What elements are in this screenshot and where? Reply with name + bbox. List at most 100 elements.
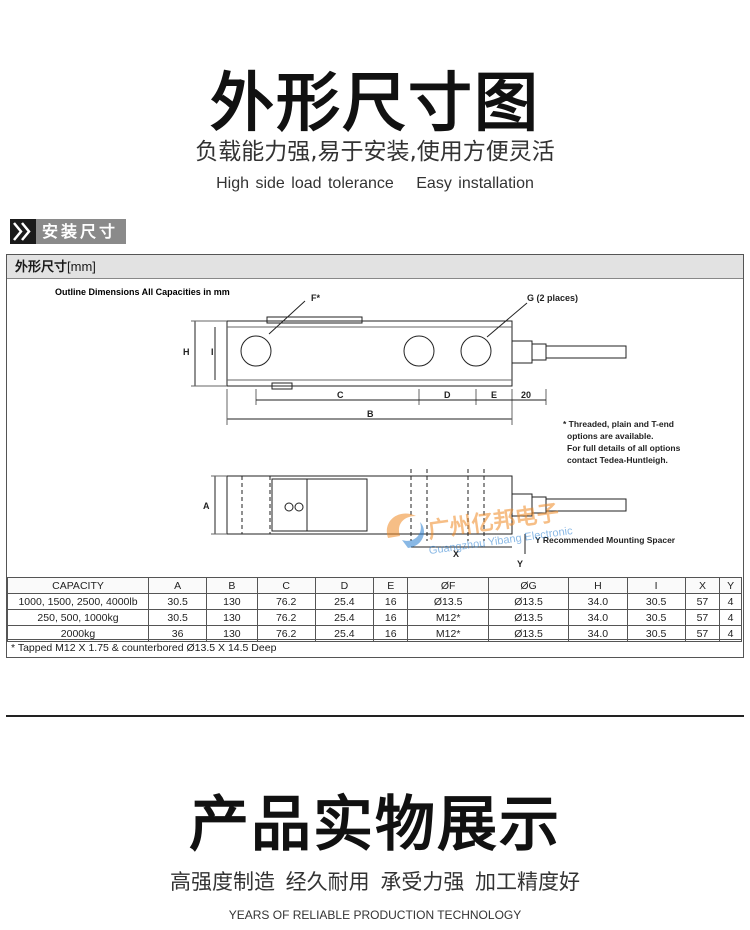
label-x: X: [453, 549, 459, 559]
note-line-4: contact Tedea-Huntleigh.: [567, 455, 668, 465]
specs-header-row: CAPACITY A B C D E ØF ØG H I X Y: [7, 577, 742, 594]
cell-y: 4: [719, 609, 742, 626]
header-b: B: [206, 577, 258, 594]
header-d: D: [314, 577, 374, 594]
cell-capacity: 2000kg: [7, 625, 149, 642]
top-slot: [266, 316, 363, 324]
cell-a: 30.5: [147, 593, 208, 610]
page-title: 外形尺寸图: [210, 67, 540, 141]
dimension-panel: 外形尺寸[mm] Outline Dimensions All Capaciti…: [6, 254, 744, 658]
cell-i: 30.5: [626, 593, 686, 610]
subtitle-english-part-1: High side load tolerance: [216, 175, 394, 192]
cell-y: 4: [719, 625, 742, 642]
label-e: E: [491, 390, 497, 400]
subtitle-english: High side load tolerance Easy installati…: [0, 175, 750, 193]
header-a: A: [147, 577, 208, 594]
cell-x: 57: [684, 609, 721, 626]
hole-g-2: [460, 335, 492, 367]
note-line-3: For full details of all options: [567, 443, 681, 453]
cell-c: 76.2: [256, 593, 316, 610]
header-c: C: [256, 577, 316, 594]
subtitle-chinese: 负载能力强,易于安装,使用方便灵活: [195, 139, 555, 165]
label-b: B: [367, 409, 374, 419]
cell-d: 25.4: [314, 593, 374, 610]
leader-f: [268, 300, 306, 335]
hole-f: [240, 335, 272, 367]
cell-x: 57: [684, 625, 721, 642]
cell-d: 25.4: [314, 625, 374, 642]
cell-x: 57: [684, 593, 721, 610]
header-g: ØG: [487, 577, 570, 594]
side-view: [211, 469, 627, 554]
section-subtitle-chinese: 高强度制造 经久耐用 承受力强 加工精度好: [169, 870, 581, 894]
cell-e: 16: [372, 609, 409, 626]
hole-g-1: [403, 335, 435, 367]
cell-f: M12*: [407, 609, 489, 626]
specs-table: CAPACITY A B C D E ØF ØG H I X Y 1000, 1…: [7, 577, 742, 642]
cell-g: Ø13.5: [487, 593, 570, 610]
label-a: A: [203, 501, 210, 511]
cable-gland-nut-top: [531, 343, 547, 361]
header-h: H: [568, 577, 628, 594]
cell-f: Ø13.5: [407, 593, 489, 610]
label-c: C: [337, 390, 344, 400]
note-line-1: * Threaded, plain and T-end: [563, 419, 674, 429]
label-f: F*: [311, 293, 320, 303]
subtitle-english-part-2: Easy installation: [416, 175, 534, 192]
cell-c: 76.2: [256, 609, 316, 626]
section-tag-label: 安装尺寸: [36, 219, 127, 244]
bottom-slot: [271, 382, 293, 390]
cell-b: 130: [206, 609, 258, 626]
cell-b: 130: [206, 625, 258, 642]
label-d: D: [444, 390, 451, 400]
header-i: I: [626, 577, 686, 594]
cable-gland-top: [511, 340, 533, 364]
section-divider: [6, 715, 744, 717]
panel-header: 外形尺寸[mm]: [7, 255, 743, 279]
cell-h: 34.0: [568, 625, 628, 642]
watermark: 广州亿邦电子 Guangzhou Yibang Electronic: [380, 490, 610, 560]
header-x: X: [684, 577, 721, 594]
header-e: E: [372, 577, 409, 594]
drawing-caption: Outline Dimensions All Capacities in mm: [55, 287, 230, 297]
side-bolt-2: [294, 502, 304, 512]
cell-c: 76.2: [256, 625, 316, 642]
label-20: 20: [521, 390, 531, 400]
side-bolt-1: [284, 502, 294, 512]
leader-g: [486, 302, 528, 338]
cell-i: 30.5: [626, 625, 686, 642]
header-capacity: CAPACITY: [7, 577, 149, 594]
header-y: Y: [719, 577, 742, 594]
section-tag: 安装尺寸: [10, 219, 127, 244]
table-row: 1000, 1500, 2500, 4000lb 30.5 130 76.2 2…: [7, 593, 742, 610]
outline-drawing-svg: Outline Dimensions All Capacities in mm: [55, 287, 681, 569]
cell-f: M12*: [407, 625, 489, 642]
cell-capacity: 250, 500, 1000kg: [7, 609, 149, 626]
cell-d: 25.4: [314, 609, 374, 626]
header-f: ØF: [407, 577, 489, 594]
spacer-note: Y Recommended Mounting Spacer: [535, 535, 676, 545]
section-title-products: 产品实物展示: [189, 790, 561, 860]
cell-capacity: 1000, 1500, 2500, 4000lb: [7, 593, 149, 610]
cell-h: 34.0: [568, 593, 628, 610]
section-subtitle-english: YEARS OF RELIABLE PRODUCTION TECHNOLOGY: [228, 908, 522, 922]
side-recess: [271, 478, 368, 532]
cell-a: 36: [147, 625, 208, 642]
cell-y: 4: [719, 593, 742, 610]
beam-top-body: [226, 320, 513, 387]
table-row: 2000kg 36 130 76.2 25.4 16 M12* Ø13.5 34…: [7, 625, 742, 642]
table-row: 250, 500, 1000kg 30.5 130 76.2 25.4 16 M…: [7, 609, 742, 626]
label-y-marker: Y: [517, 559, 523, 569]
top-view: [191, 300, 627, 425]
double-chevron-icon: [10, 219, 36, 244]
cell-h: 34.0: [568, 609, 628, 626]
panel-title: 外形尺寸: [15, 260, 68, 275]
cable-side: [545, 498, 627, 512]
label-h: H: [183, 347, 190, 357]
cell-e: 16: [372, 593, 409, 610]
table-footnote: * Tapped M12 X 1.75 & counterbored Ø13.5…: [7, 639, 742, 655]
note-line-2: options are available.: [567, 431, 653, 441]
watermark-logo-icon: 广州亿邦电子 Guangzhou Yibang Electronic: [386, 500, 574, 557]
cell-b: 130: [206, 593, 258, 610]
outline-drawing: Outline Dimensions All Capacities in mm: [7, 279, 745, 579]
